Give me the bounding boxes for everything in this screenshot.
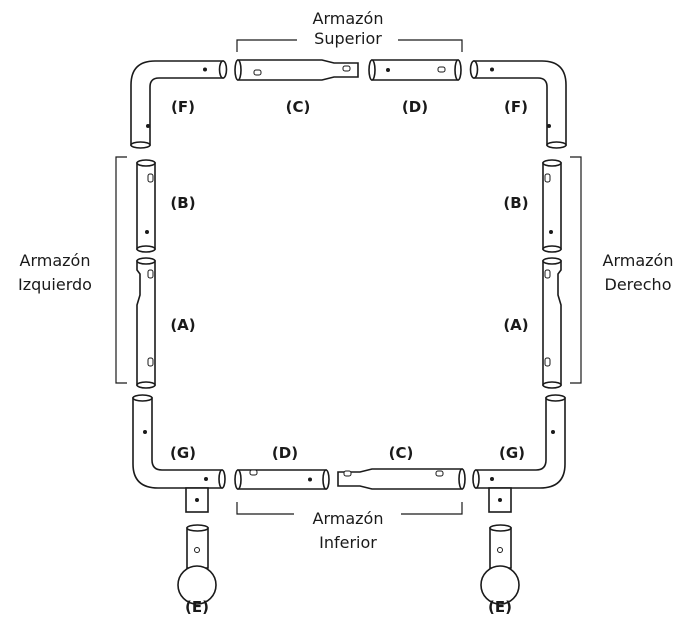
part-label-d-top: (D) [402, 98, 428, 116]
right-group-title-line2: Derecho [605, 275, 672, 294]
top-frame-group: Armazón Superior [236, 9, 463, 52]
top-group-title-line2: Superior [314, 29, 382, 48]
tube-c-bottom: (C) [337, 444, 466, 490]
tube-d-top: (D) [368, 59, 462, 116]
part-label-b-left: (B) [170, 194, 195, 212]
part-label-f-top-left: (F) [171, 98, 195, 116]
right-group-title-line1: Armazón [603, 251, 674, 270]
tube-b-right: (B) [503, 159, 562, 253]
caster-e-left: (E) [177, 524, 217, 616]
elbow-g-bottom-right: (G) [472, 394, 566, 513]
top-bracket-left [236, 39, 297, 52]
caster-e-right: (E) [480, 524, 520, 616]
part-label-a-right: (A) [503, 316, 528, 334]
part-label-a-left: (A) [170, 316, 195, 334]
left-group-title-line2: Izquierdo [18, 275, 92, 294]
left-frame-group: Armazón Izquierdo [18, 156, 127, 384]
part-label-c-top: (C) [286, 98, 311, 116]
bottom-group-title-line2: Inferior [319, 533, 377, 552]
left-bracket [115, 156, 127, 384]
left-group-title-line1: Armazón [20, 251, 91, 270]
tube-a-right: (A) [503, 257, 562, 389]
top-group-title-line1: Armazón [313, 9, 384, 28]
elbow-f-top-right: (F) [469, 60, 567, 149]
part-label-c-bottom: (C) [389, 444, 414, 462]
bottom-group-title-line1: Armazón [313, 509, 384, 528]
elbow-f-top-left: (F) [130, 60, 228, 149]
part-label-g-left: (G) [170, 444, 196, 462]
part-label-e-left: (E) [185, 598, 209, 615]
part-label-e-right: (E) [488, 598, 512, 615]
bottom-bracket-right [401, 502, 463, 515]
top-bracket-right [398, 39, 463, 52]
tube-a-left: (A) [136, 257, 196, 389]
right-bracket [570, 156, 582, 384]
elbow-g-bottom-left: (G) [132, 394, 226, 513]
tube-b-left: (B) [136, 159, 196, 253]
part-label-d-bottom: (D) [272, 444, 298, 462]
part-label-b-right: (B) [503, 194, 528, 212]
tube-c-top: (C) [234, 59, 359, 116]
tube-d-bottom: (D) [234, 444, 330, 490]
bottom-frame-group: Armazón Inferior [236, 502, 463, 552]
right-frame-group: Armazón Derecho [570, 156, 674, 384]
part-label-g-right: (G) [499, 444, 525, 462]
bottom-bracket-left [236, 502, 294, 515]
part-label-f-top-right: (F) [504, 98, 528, 116]
